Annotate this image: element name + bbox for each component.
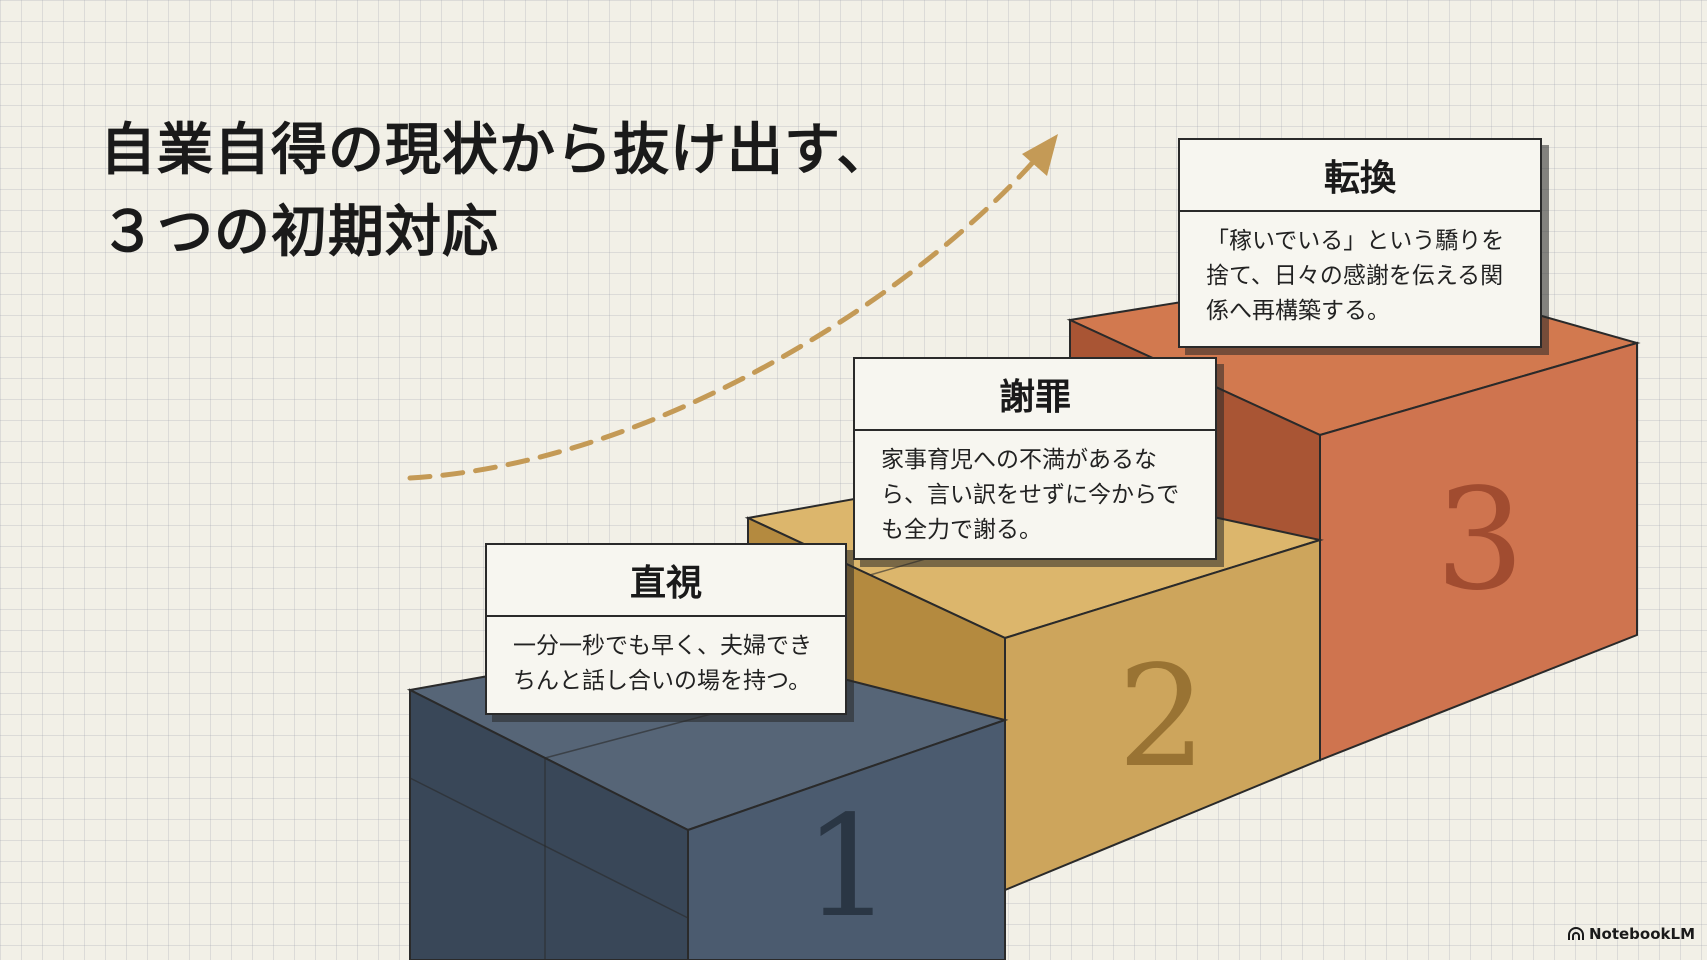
step-2-description: 家事育児への不満があるなら、言い訳をせずに今からでも全力で謝る。: [881, 447, 1180, 543]
step-1-left-face: [409, 688, 689, 960]
notebooklm-logo-icon: [1567, 927, 1584, 940]
step-2-heading: 謝罪: [855, 359, 1215, 431]
step-3-description: 「稼いでいる」という驕りを捨て、日々の感謝を伝える関係へ再構築する。: [1206, 228, 1505, 324]
step-1-description: 一分一秒でも早く、夫婦できちんと話し合いの場を持つ。: [513, 633, 812, 694]
page-title: 自業自得の現状から抜け出す、 ３つの初期対応: [100, 110, 894, 274]
step-1-heading: 直視: [487, 545, 845, 617]
notebooklm-brand: NotebookLM: [1567, 925, 1695, 943]
step-2-number: 2: [1117, 636, 1206, 799]
step-2-card: 謝罪 家事育児への不満があるなら、言い訳をせずに今からでも全力で謝る。: [853, 357, 1217, 560]
step-1-number: 1: [803, 786, 892, 949]
step-1-card: 直視 一分一秒でも早く、夫婦できちんと話し合いの場を持つ。: [485, 543, 847, 715]
step-1-front-face: [687, 718, 1006, 960]
growth-arrow-path: [407, 157, 1038, 481]
title-line-2: ３つの初期対応: [100, 200, 499, 265]
growth-arrow-head-icon: [1022, 134, 1058, 176]
title-line-1: 自業自得の現状から抜け出す、: [100, 118, 894, 183]
step-3-number: 3: [1435, 459, 1524, 622]
brand-label: NotebookLM: [1588, 925, 1695, 943]
step-3-heading: 転換: [1180, 140, 1540, 212]
step-3-card: 転換 「稼いでいる」という驕りを捨て、日々の感謝を伝える関係へ再構築する。: [1178, 138, 1542, 348]
